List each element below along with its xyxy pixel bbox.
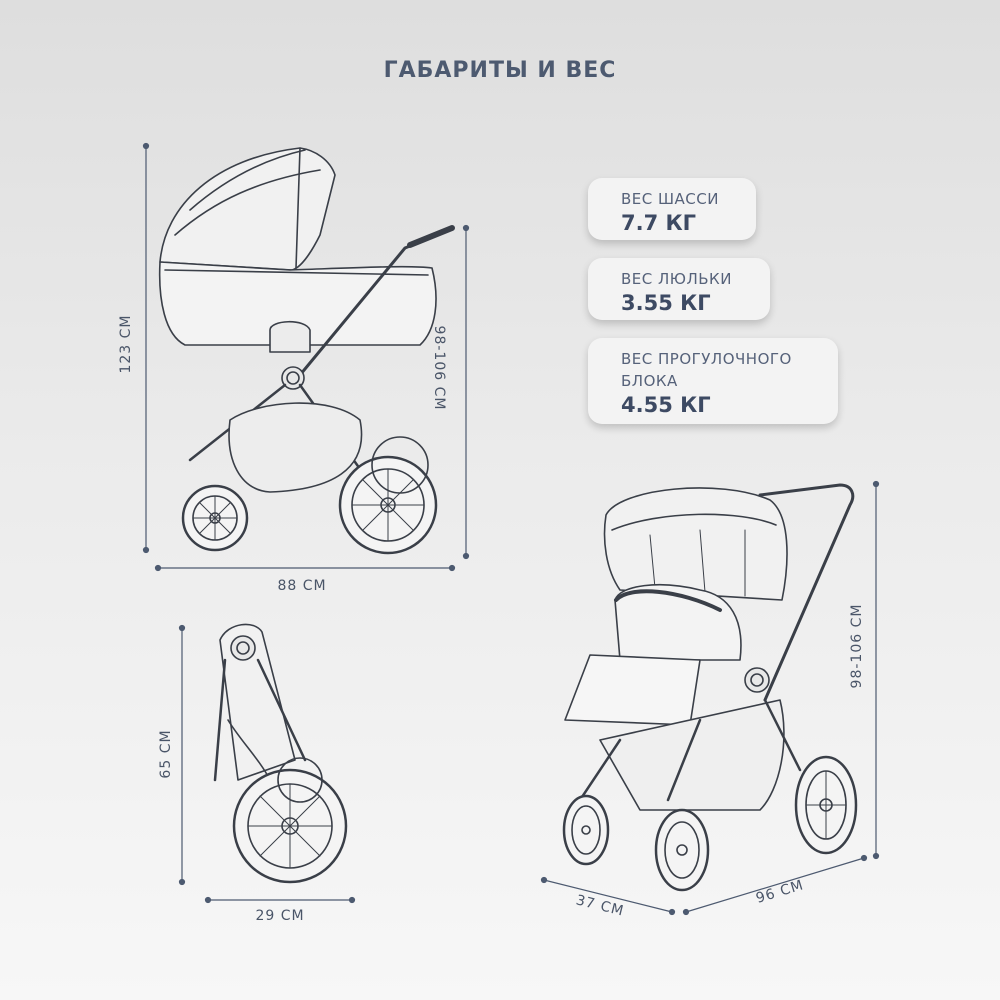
stroller-front-right-wheel bbox=[654, 808, 710, 892]
page-title: ГАБАРИТЫ И ВЕС bbox=[383, 58, 617, 83]
weight-card-carrycot: ВЕС ЛЮЛЬКИ 3.55 КГ bbox=[588, 258, 770, 320]
weight-card-value: 7.7 КГ bbox=[621, 211, 697, 235]
weight-card-label: ВЕС ПРОГУЛОЧНОГО БЛОКА bbox=[621, 350, 792, 390]
dim-label-carrycot-length: 88 СМ bbox=[277, 578, 327, 594]
weight-card-chassis: ВЕС ШАССИ 7.7 КГ bbox=[588, 178, 756, 240]
folded-stroller bbox=[213, 623, 348, 884]
weight-card-label: ВЕС ШАССИ bbox=[621, 190, 719, 208]
pram-with-carrycot bbox=[158, 147, 455, 555]
dim-label-carrycot-height: 123 СМ bbox=[118, 314, 134, 374]
pram-back-wheel bbox=[338, 455, 438, 555]
weight-card-seat-unit: ВЕС ПРОГУЛОЧНОГО БЛОКА 4.55 КГ bbox=[588, 338, 838, 424]
dim-label-carrycot-handle-height: 98-106 СМ bbox=[431, 325, 447, 411]
stroller-front-left-wheel bbox=[562, 794, 610, 866]
weight-card-label: ВЕС ЛЮЛЬКИ bbox=[621, 270, 732, 288]
stroller-back-wheel bbox=[794, 755, 858, 855]
folded-wheel bbox=[232, 768, 348, 884]
pram-front-wheel bbox=[181, 484, 249, 552]
weight-card-value: 4.55 КГ bbox=[621, 393, 711, 417]
weight-card-value: 3.55 КГ bbox=[621, 291, 711, 315]
dim-label-folded-height: 65 СМ bbox=[158, 729, 174, 779]
dim-label-stroller-height: 98-106 СМ bbox=[849, 603, 865, 689]
dimension-lines bbox=[142, 142, 880, 916]
dim-label-folded-width: 29 СМ bbox=[255, 908, 305, 924]
walking-stroller bbox=[562, 483, 858, 892]
